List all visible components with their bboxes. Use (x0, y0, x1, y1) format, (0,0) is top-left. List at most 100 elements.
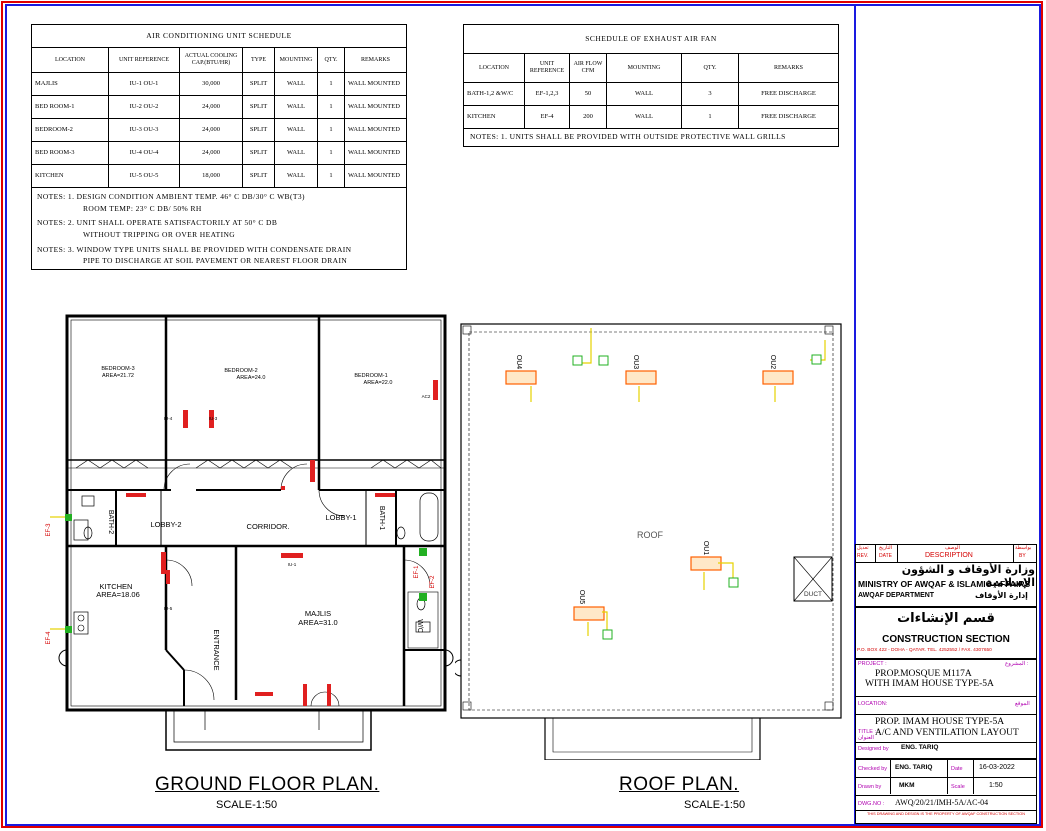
ac-cell-remarks: WALL MOUNTED (344, 141, 407, 165)
ef-col-unit: UNIT REFERENCE (524, 53, 570, 83)
tb-date-label: Date (951, 766, 963, 772)
ef-col-mounting: MOUNTING (606, 53, 682, 83)
ac-cell-mounting: WALL (274, 164, 318, 188)
roof-ou5-label: OU5 (578, 590, 585, 605)
ac-cell-cap: 24,000 (179, 95, 243, 119)
ac-cell-qty: 1 (317, 95, 345, 119)
tb-rev-ar: تعديل (857, 545, 869, 551)
tb-date: DATE (879, 553, 892, 559)
ac-cell-location: BED ROOM-1 (31, 95, 109, 119)
ac-note-3a: NOTES: 3. WINDOW TYPE UNITS SHALL BE PRO… (37, 244, 352, 254)
tb-by-ar: بواسطة (1015, 545, 1032, 551)
tb-date-ar: التاريخ (879, 545, 892, 551)
ac-cell-remarks: WALL MOUNTED (344, 72, 407, 96)
ac-cell-remarks: WALL MOUNTED (344, 118, 407, 142)
tb-project-label: PROJECT : (858, 661, 887, 667)
gf-bedroom1-label: BEDROOM-1 (354, 373, 387, 379)
ef-cell-remarks: FREE DISCHARGE (738, 82, 839, 106)
gf-ef3-tag: EF-3 (46, 523, 52, 537)
tb-scale-value: 1:50 (989, 782, 1003, 789)
ac-cell-location: BED ROOM-3 (31, 141, 109, 165)
exhaust-schedule-table: SCHEDULE OF EXHAUST AIR FAN LOCATION UNI… (463, 24, 839, 147)
tb-ministry-en: MINISTRY OF AWQAF & ISLAMIC AFFAIRS (858, 579, 1031, 589)
ef-cell-qty: 1 (681, 105, 739, 129)
ef-col-remarks: REMARKS (738, 53, 839, 83)
tb-location-label: LOCATION: (858, 701, 888, 707)
ef-cell-unit: EF-1,2,3 (524, 82, 570, 106)
ac-cell-mounting: WALL (274, 118, 318, 142)
ac-schedule-title: AIR CONDITIONING UNIT SCHEDULE (31, 24, 407, 48)
ef-cell-qty: 3 (681, 82, 739, 106)
roof-duct-box (793, 556, 833, 602)
gf-wc-label: W/C (416, 619, 423, 633)
gf-ac2-tag: AC2 (422, 394, 431, 399)
ac-note-1b: ROOM TEMP: 23° C DB/ 50% RH (83, 203, 202, 213)
gf-ef2-tag: EF-2 (430, 575, 436, 589)
gf-ef1-tag: EF-1 (414, 565, 420, 579)
ac-cell-location: BEDROOM-2 (31, 118, 109, 142)
tb-dwg-label: DWG.NO : (858, 801, 885, 807)
roof-caption: ROOF PLAN. (619, 774, 740, 795)
ef-col-qty: QTY. (681, 53, 739, 83)
tb-dwg-no: AWQ/20/21/IMH-5A/AC-04 (895, 798, 989, 807)
gf-corridor-label: CORRIDOR. (247, 522, 290, 531)
gf-lobby1-label: LOBBY-1 (326, 513, 357, 522)
gf-majlis-area: AREA=31.0 (298, 618, 337, 627)
ac-cell-location: MAJLIS (31, 72, 109, 96)
tb-drawn-label: Drawn by (858, 784, 882, 790)
tb-checked-by: ENG. TARIQ (895, 764, 933, 771)
gf-indoor-units (126, 380, 438, 706)
tb-ministry-ar: وزارة الأوقاف و الشؤون الإسلامية (901, 563, 1035, 589)
gf-kitchen-label: KITCHEN (100, 582, 133, 591)
ac-cell-mounting: WALL (274, 141, 318, 165)
ac-cell-qty: 1 (317, 164, 345, 188)
roof-label: ROOF (637, 530, 664, 540)
tb-project-line1: PROP.MOSQUE M117A (875, 669, 972, 679)
ac-col-qty: QTY. (317, 47, 345, 73)
ac-cell-remarks: WALL MOUNTED (344, 95, 407, 119)
tb-designed-by: ENG. TARIQ (901, 744, 939, 751)
roof-ou4-label: OU4 (515, 355, 522, 370)
ac-col-remarks: REMARKS (344, 47, 407, 73)
ef-cell-mounting: WALL (606, 105, 682, 129)
tb-title-label-ar: العنوان (858, 735, 874, 741)
ac-col-location: LOCATION (31, 47, 109, 73)
ef-cell-cfm: 50 (569, 82, 607, 106)
ac-cell-type: SPLIT (242, 141, 275, 165)
ef-cell-location: KITCHEN (463, 105, 525, 129)
ac-cell-type: SPLIT (242, 118, 275, 142)
ac-cell-remarks: WALL MOUNTED (344, 164, 407, 188)
tb-address: P.O. BOX 422 - DOHA - QATAR. TEL. 425255… (857, 648, 992, 653)
tb-title-line2: A/C AND VENTILATION LAYOUT (875, 728, 1019, 738)
gf-bedroom2-label: BEDROOM-2 (224, 368, 257, 374)
ac-cell-unit: IU-2 OU-2 (108, 95, 180, 119)
ac-cell-mounting: WALL (274, 72, 318, 96)
sheet-border-blue (5, 4, 1041, 826)
roof-exhaust-fans (572, 354, 822, 640)
ac-cell-unit: IU-5 OU-5 (108, 164, 180, 188)
ac-cell-cap: 30,000 (179, 72, 243, 96)
tb-dept-en: AWQAF DEPARTMENT (858, 592, 935, 599)
title-block-divider (854, 4, 856, 826)
title-block: تعديل التاريخ الوصف بواسطة REV. DATE DES… (855, 544, 1037, 824)
ac-cell-unit: IU-3 OU-3 (108, 118, 180, 142)
ac-cell-cap: 24,000 (179, 141, 243, 165)
tb-title-line1: PROP. IMAM HOUSE TYPE-5A (875, 717, 1005, 727)
ef-col-location: LOCATION (463, 53, 525, 83)
ac-note-2a: NOTES: 2. UNIT SHALL OPERATE SATISFACTOR… (37, 218, 278, 228)
ac-cell-cap: 18,000 (179, 164, 243, 188)
gf-lobby2-label: LOBBY-2 (151, 520, 182, 529)
gf-bath1-label: BATH-1 (378, 506, 385, 530)
tb-desc: DESCRIPTION (925, 552, 973, 559)
tb-disclaimer: THIS DRAWING AND DESIGN IS THE PROPERTY … (867, 812, 1025, 816)
ac-col-cap: ACTUAL COOLING CAP.(BTU/HR) (179, 47, 243, 73)
ac-col-unit: UNIT REFERENCE (108, 47, 180, 73)
tb-scale-label: Scale (951, 784, 965, 790)
ac-cell-location: KITCHEN (31, 164, 109, 188)
